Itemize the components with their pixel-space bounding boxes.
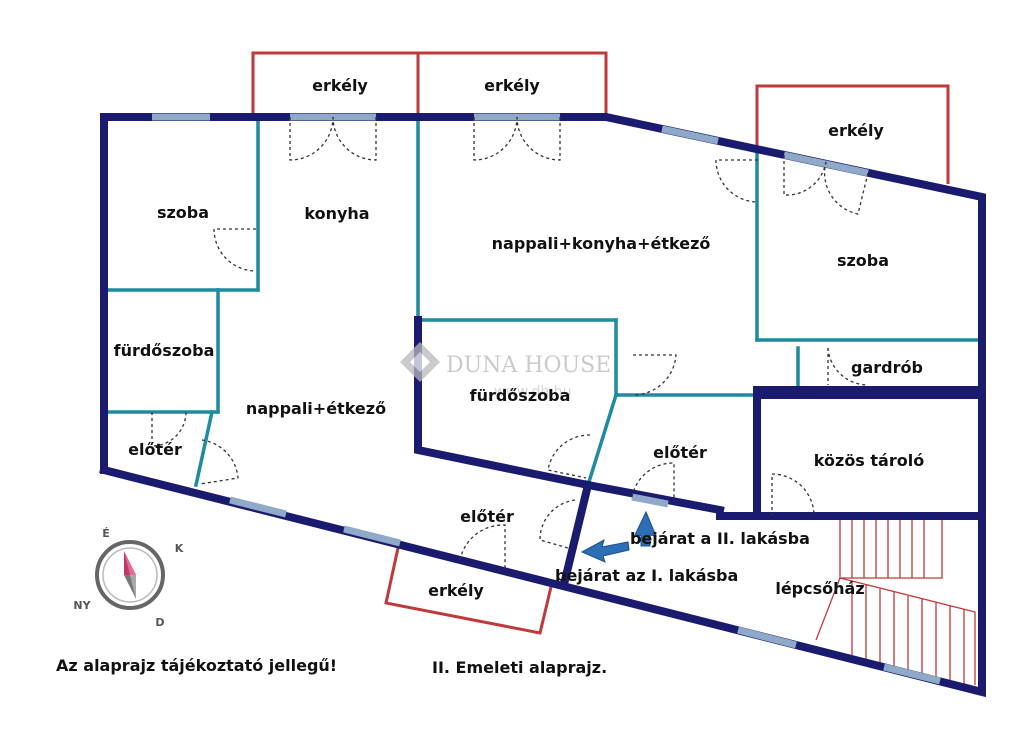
window <box>661 125 719 145</box>
entrance-label-apartment-1: bejárat az I. lakásba <box>555 566 738 585</box>
entrance-labels: bejárat a II. lakásba bejárat az I. laká… <box>555 529 810 585</box>
door-swing <box>473 116 518 161</box>
balcony-4-outline <box>384 547 553 635</box>
wall-entrance <box>560 480 593 585</box>
balcony-2-outline <box>418 51 608 117</box>
staircase <box>815 518 976 685</box>
watermark: DUNA HOUSE www.dh.hu <box>400 342 611 400</box>
balcony-1-outline <box>251 51 420 117</box>
compass-north-label: É <box>102 527 110 540</box>
compass-east-label: K <box>175 542 184 555</box>
entrance-arrows <box>580 510 657 563</box>
compass-west-label: NY <box>73 599 91 612</box>
arrow-icon <box>580 538 630 563</box>
compass-ring-inner <box>102 547 158 603</box>
watermark-logo-inner <box>410 352 430 372</box>
arrow-icon <box>633 510 657 547</box>
room-label-nappali-konyha-etkezo: nappali+konyha+étkező <box>492 234 711 253</box>
stair-upper-outline <box>839 518 943 579</box>
door-swing <box>459 524 506 570</box>
wall-storage <box>753 391 986 514</box>
stair-lower-outline <box>815 577 976 685</box>
door-swing <box>289 116 334 161</box>
window <box>343 525 401 547</box>
entrance-label-apartment-2: bejárat a II. lakásba <box>630 529 810 548</box>
room-label-erkely: erkély <box>484 76 540 95</box>
room-label-eloter: előtér <box>653 443 707 462</box>
room-label-gardrob: gardrób <box>851 358 923 377</box>
door-swing <box>199 439 239 485</box>
inner-wall <box>193 409 215 488</box>
door-swing <box>539 499 576 549</box>
watermark-brand: DUNA HOUSE <box>446 353 611 378</box>
window <box>631 493 669 508</box>
door-swing <box>823 161 869 215</box>
room-label-konyha: konyha <box>304 204 369 223</box>
room-label-furdoszoba: fürdőszoba <box>114 341 215 360</box>
room-label-eloter: előtér <box>128 440 182 459</box>
inner-wall <box>585 392 619 488</box>
compass: É K D NY <box>73 527 183 629</box>
inner-walls <box>102 115 984 551</box>
wall-bathroom-2 <box>414 316 725 515</box>
door-swing <box>547 434 591 479</box>
room-label-furdoszoba: fürdőszoba <box>470 386 571 405</box>
compass-south-label: D <box>155 616 164 629</box>
room-labels: erkély erkély erkély erkély szoba konyha… <box>114 76 925 600</box>
room-label-erkely: erkély <box>312 76 368 95</box>
room-label-kozos-tarolo: közös tároló <box>814 451 924 470</box>
room-label-eloter: előtér <box>460 507 514 526</box>
floor-title: II. Emeleti alaprajz. <box>432 658 607 677</box>
door-swing <box>332 116 377 161</box>
door-swing <box>631 462 675 502</box>
window <box>737 626 797 649</box>
room-label-szoba: szoba <box>157 203 209 222</box>
door-swing <box>827 347 869 386</box>
room-label-lepcsohaz: lépcsőház <box>775 579 864 598</box>
balcony-3-outline <box>755 84 950 184</box>
room-label-szoba: szoba <box>837 251 889 270</box>
compass-needle-south-icon <box>130 575 136 599</box>
disclaimer-note: Az alaprajz tájékoztató jellegű! <box>56 656 337 675</box>
door-swing <box>783 155 827 196</box>
compass-needle-north-icon <box>124 551 136 575</box>
door-swing <box>771 473 815 517</box>
door-swing <box>715 159 759 203</box>
doors <box>151 116 869 570</box>
window <box>229 496 287 518</box>
room-label-nappali-etkezo: nappali+étkező <box>246 399 386 418</box>
door-swing <box>213 228 257 272</box>
door-swing <box>632 354 677 396</box>
room-label-erkely: erkély <box>428 581 484 600</box>
watermark-url: www.dh.hu <box>494 384 571 400</box>
balconies <box>251 51 950 635</box>
door-swing <box>516 116 561 161</box>
door-swing <box>151 411 187 447</box>
window <box>883 663 941 685</box>
room-label-erkely: erkély <box>828 121 884 140</box>
